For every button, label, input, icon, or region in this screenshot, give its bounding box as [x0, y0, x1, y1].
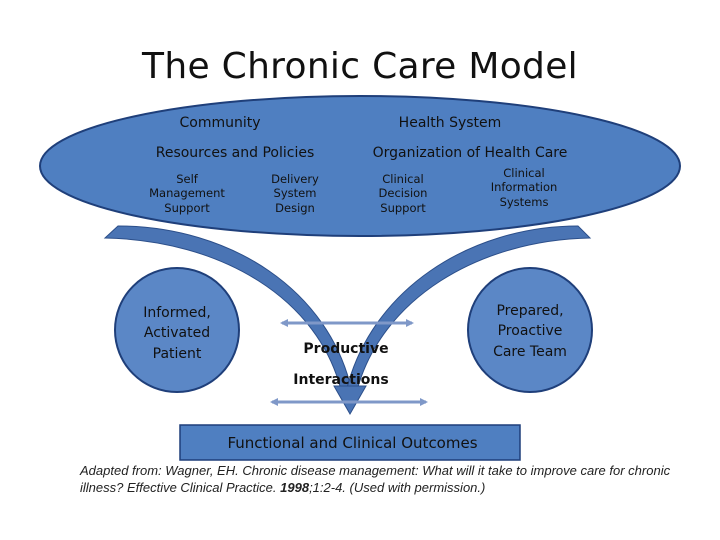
citation-year: 1998	[280, 479, 310, 495]
interactions-label: Interactions	[293, 372, 389, 388]
patient-label: Informed, Activated Patient	[143, 305, 211, 362]
care-team-circle	[467, 267, 593, 393]
outcomes-box	[179, 424, 521, 461]
citation-suffix: ;1:2-4. (Used with permission.)	[309, 479, 486, 495]
center-arrowhead	[333, 385, 367, 416]
citation-text: Adapted from: Wagner, EH. Chronic diseas…	[80, 463, 671, 495]
self-management-support-label: Self Management Support	[149, 172, 225, 215]
resources-policies-label: Resources and Policies	[155, 145, 315, 161]
outcomes-label: Functional and Clinical Outcomes	[227, 434, 478, 452]
patient-circle	[114, 267, 240, 393]
care-team-label: Prepared, Proactive Care Team	[493, 303, 567, 360]
health-community-ellipse	[39, 95, 681, 237]
citation: Adapted from: Wagner, EH. Chronic diseas…	[80, 463, 700, 497]
delivery-system-design-label: Delivery System Design	[271, 172, 319, 215]
community-heading: Community	[179, 115, 261, 131]
health-system-heading: Health System	[398, 115, 502, 131]
slide-title: The Chronic Care Model	[142, 46, 578, 87]
clinical-decision-support-label: Clinical Decision Support	[378, 172, 428, 215]
clinical-information-systems-label: Clinical Information Systems	[490, 166, 558, 209]
organization-health-care-label: Organization of Health Care	[372, 145, 568, 161]
productive-label: Productive	[303, 341, 389, 357]
